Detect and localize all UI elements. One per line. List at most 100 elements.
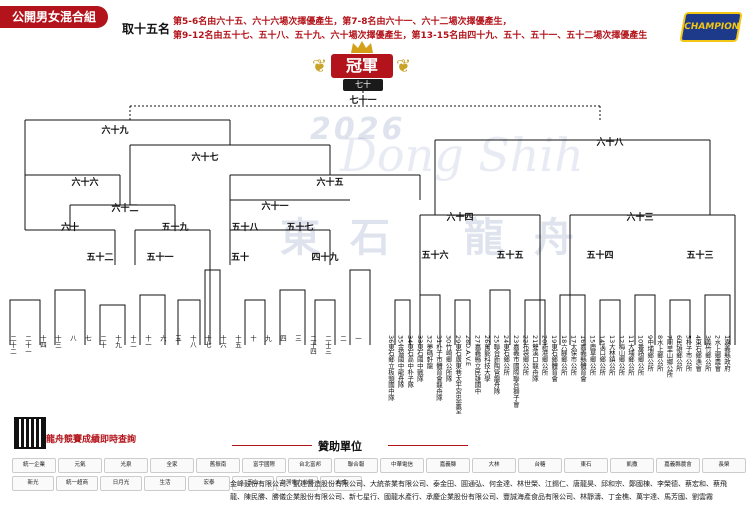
sponsor-logo-17: 新光 bbox=[12, 476, 54, 491]
game-label-62: 六十二 bbox=[111, 202, 138, 214]
team-right-32: 5朴子市公所 bbox=[684, 335, 693, 372]
sponsor-divider-right bbox=[388, 445, 468, 446]
team-right-19: 18六腳鄉公所 bbox=[559, 335, 568, 376]
sponsor-logo-19: 日月光 bbox=[100, 476, 142, 491]
team-left-10: 十一 bbox=[144, 335, 152, 348]
game-label-53: 五十三 bbox=[686, 249, 713, 261]
sponsor-logo-12: 台糖 bbox=[518, 458, 562, 473]
team-right-12: 25聯合新陶管龍舟隊 bbox=[492, 335, 501, 395]
sponsor-logo-3: 光泉 bbox=[104, 458, 148, 473]
team-left-3: 十四 bbox=[39, 335, 47, 348]
team-left-7: 二十 bbox=[99, 335, 107, 348]
watermark-city: 東石 龍舟 bbox=[280, 215, 604, 261]
qr-note: 龍舟競賽成績即時查詢 bbox=[46, 435, 137, 445]
game-label-63: 六十三 bbox=[626, 211, 653, 223]
team-right-24: 13大林鎮公所 bbox=[607, 335, 616, 376]
team-left-15: 十六 bbox=[219, 335, 227, 348]
team-right-4: 33東石國中戰隊 bbox=[415, 335, 424, 382]
sponsor-logo-15: 嘉義縣農會 bbox=[656, 458, 700, 473]
team-left-16: 十五 bbox=[234, 335, 242, 348]
sponsor-logo-11: 大林 bbox=[472, 458, 516, 473]
qualify-rule-line-2: 第9-12名由五十七、五十八、五十九、六十場次擇優產生，第13-15名由四十九、… bbox=[173, 31, 648, 41]
sponsor-logo-16: 長榮 bbox=[702, 458, 746, 473]
team-left-19: 四 bbox=[279, 335, 287, 342]
division-banner: 公開男女混合組 bbox=[0, 6, 108, 28]
sponsor-logo-18: 統一超商 bbox=[56, 476, 98, 491]
team-right-6: 31朴子市體育會龍舟隊 bbox=[435, 335, 443, 401]
team-right-18: 19東石鄉體育會 bbox=[550, 335, 559, 382]
qualify-rule-line-1: 第5-6名由六十五、六十六場次擇優產生，第7-8名由六十一、六十二場次擇優產生， bbox=[173, 17, 512, 27]
bracket-diagram: 七十一 六十九 六十八 六十七 六十六 六十五 六十二 六十一 六十 五十九 五… bbox=[9, 91, 736, 345]
game-label-left-semi: 六十九 bbox=[101, 124, 128, 136]
game-label-64: 六十四 bbox=[446, 211, 473, 223]
game-label-66: 六十六 bbox=[71, 176, 98, 188]
sponsor-logo-24: 大成 bbox=[320, 476, 362, 491]
team-right-29: 8水上鄉公所 bbox=[655, 335, 664, 372]
team-right-10: 27嘉義縣立民雄國中 bbox=[473, 335, 482, 395]
game-label-61: 六十一 bbox=[261, 200, 288, 212]
team-right-9: 28D.A.V.E bbox=[463, 335, 472, 366]
bracket-lower-lines bbox=[9, 269, 731, 345]
team-left-4: 十三 bbox=[54, 335, 62, 348]
team-left-13: 十八 bbox=[189, 335, 197, 348]
sponsor-logo-6: 富宇國際 bbox=[242, 458, 286, 473]
team-right-27: 10番路鄉公所 bbox=[636, 335, 645, 376]
laurel-right-icon: ❦ bbox=[396, 56, 412, 77]
game-label-right-semi: 六十八 bbox=[596, 136, 624, 148]
sponsor-logo-4: 全家 bbox=[150, 458, 194, 473]
team-right-14: 23嘉義市國際聯合獅子會 bbox=[511, 335, 520, 408]
team-right-21: 16嘉義縣體育會 bbox=[579, 335, 587, 382]
team-left-14: 十七 bbox=[204, 335, 212, 348]
team-left-21: 二十四 bbox=[309, 335, 317, 355]
team-left-20: 三 bbox=[294, 335, 302, 342]
sponsor-logo-23: 台灣電力公司 bbox=[276, 476, 318, 491]
team-left-9: 十二 bbox=[129, 335, 137, 348]
team-right-20: 17太保市公所 bbox=[569, 335, 578, 376]
sponsor-logo-9: 中華電信 bbox=[380, 458, 424, 473]
sponsor-logo-5: 舊振南 bbox=[196, 458, 240, 473]
sponsor-logo-22: 玉山 bbox=[232, 476, 274, 491]
sponsor-divider-left bbox=[232, 445, 312, 446]
team-left-17: 十 bbox=[249, 335, 257, 342]
team-right-34: 3義竹鄉公所 bbox=[703, 335, 712, 372]
team-right-30: 7阿里山鄉公所 bbox=[665, 335, 674, 378]
team-right-5: 32夢碼軒龍 bbox=[425, 335, 434, 369]
team-right-3: 34東石高中朴子隊 bbox=[406, 335, 415, 388]
team-left-24: 一 bbox=[354, 335, 362, 342]
bracket-lines bbox=[24, 91, 736, 345]
team-left-23: 二 bbox=[339, 335, 347, 342]
champion-title: 冠軍 bbox=[331, 54, 393, 78]
team-right-13: 24東石鄉公所 bbox=[502, 335, 511, 376]
team-right-1: 36東石鄉立板頭國中隊 bbox=[387, 335, 395, 401]
sponsor-logo-8: 聯合報 bbox=[334, 458, 378, 473]
team-left-1: 二十二 bbox=[9, 335, 17, 355]
game-label-56: 五十六 bbox=[421, 249, 448, 261]
team-right-33: 4東石鄉漁會 bbox=[694, 335, 703, 372]
team-right-2: 35金協國中龍舟隊 bbox=[396, 335, 405, 388]
qr-code[interactable] bbox=[14, 417, 46, 449]
team-left-12: 五 bbox=[174, 335, 182, 342]
game-label-50: 五十 bbox=[231, 251, 249, 263]
sponsor-logo-7: 台北富邦 bbox=[288, 458, 332, 473]
team-right-11: 26萬能科技大學 bbox=[483, 335, 491, 382]
crown-icon bbox=[351, 41, 373, 53]
team-right-16: 21雙溪口龍舟隊 bbox=[531, 335, 539, 382]
watermark-year: 2026 bbox=[310, 112, 406, 147]
team-right-36: 1嘉義縣政府 bbox=[723, 335, 731, 372]
team-right-8: 29東石廣東巷太平宮忠靈堂 bbox=[454, 335, 463, 414]
game-label-57: 五十七 bbox=[286, 221, 313, 233]
team-left-18: 九 bbox=[264, 335, 272, 342]
sponsor-title: 贊助單位 bbox=[318, 440, 362, 453]
champion-game-number: 七十 bbox=[343, 79, 383, 91]
sponsor-logo-21: 宏泰 bbox=[188, 476, 230, 491]
team-right-22: 15鹿草鄉公所 bbox=[588, 335, 597, 376]
game-label-60: 六十 bbox=[61, 221, 79, 233]
team-left-5: 八 bbox=[69, 335, 77, 342]
game-label-65: 六十五 bbox=[316, 176, 343, 188]
sponsor-logo-1: 統一企業 bbox=[12, 458, 56, 473]
team-left-11: 六 bbox=[159, 335, 167, 342]
sponsor-logo-10: 嘉義縣 bbox=[426, 458, 470, 473]
game-label-52: 五十二 bbox=[86, 251, 113, 263]
game-label-58: 五十八 bbox=[231, 221, 259, 233]
team-right-15: 22布袋鄉公所 bbox=[521, 335, 530, 376]
